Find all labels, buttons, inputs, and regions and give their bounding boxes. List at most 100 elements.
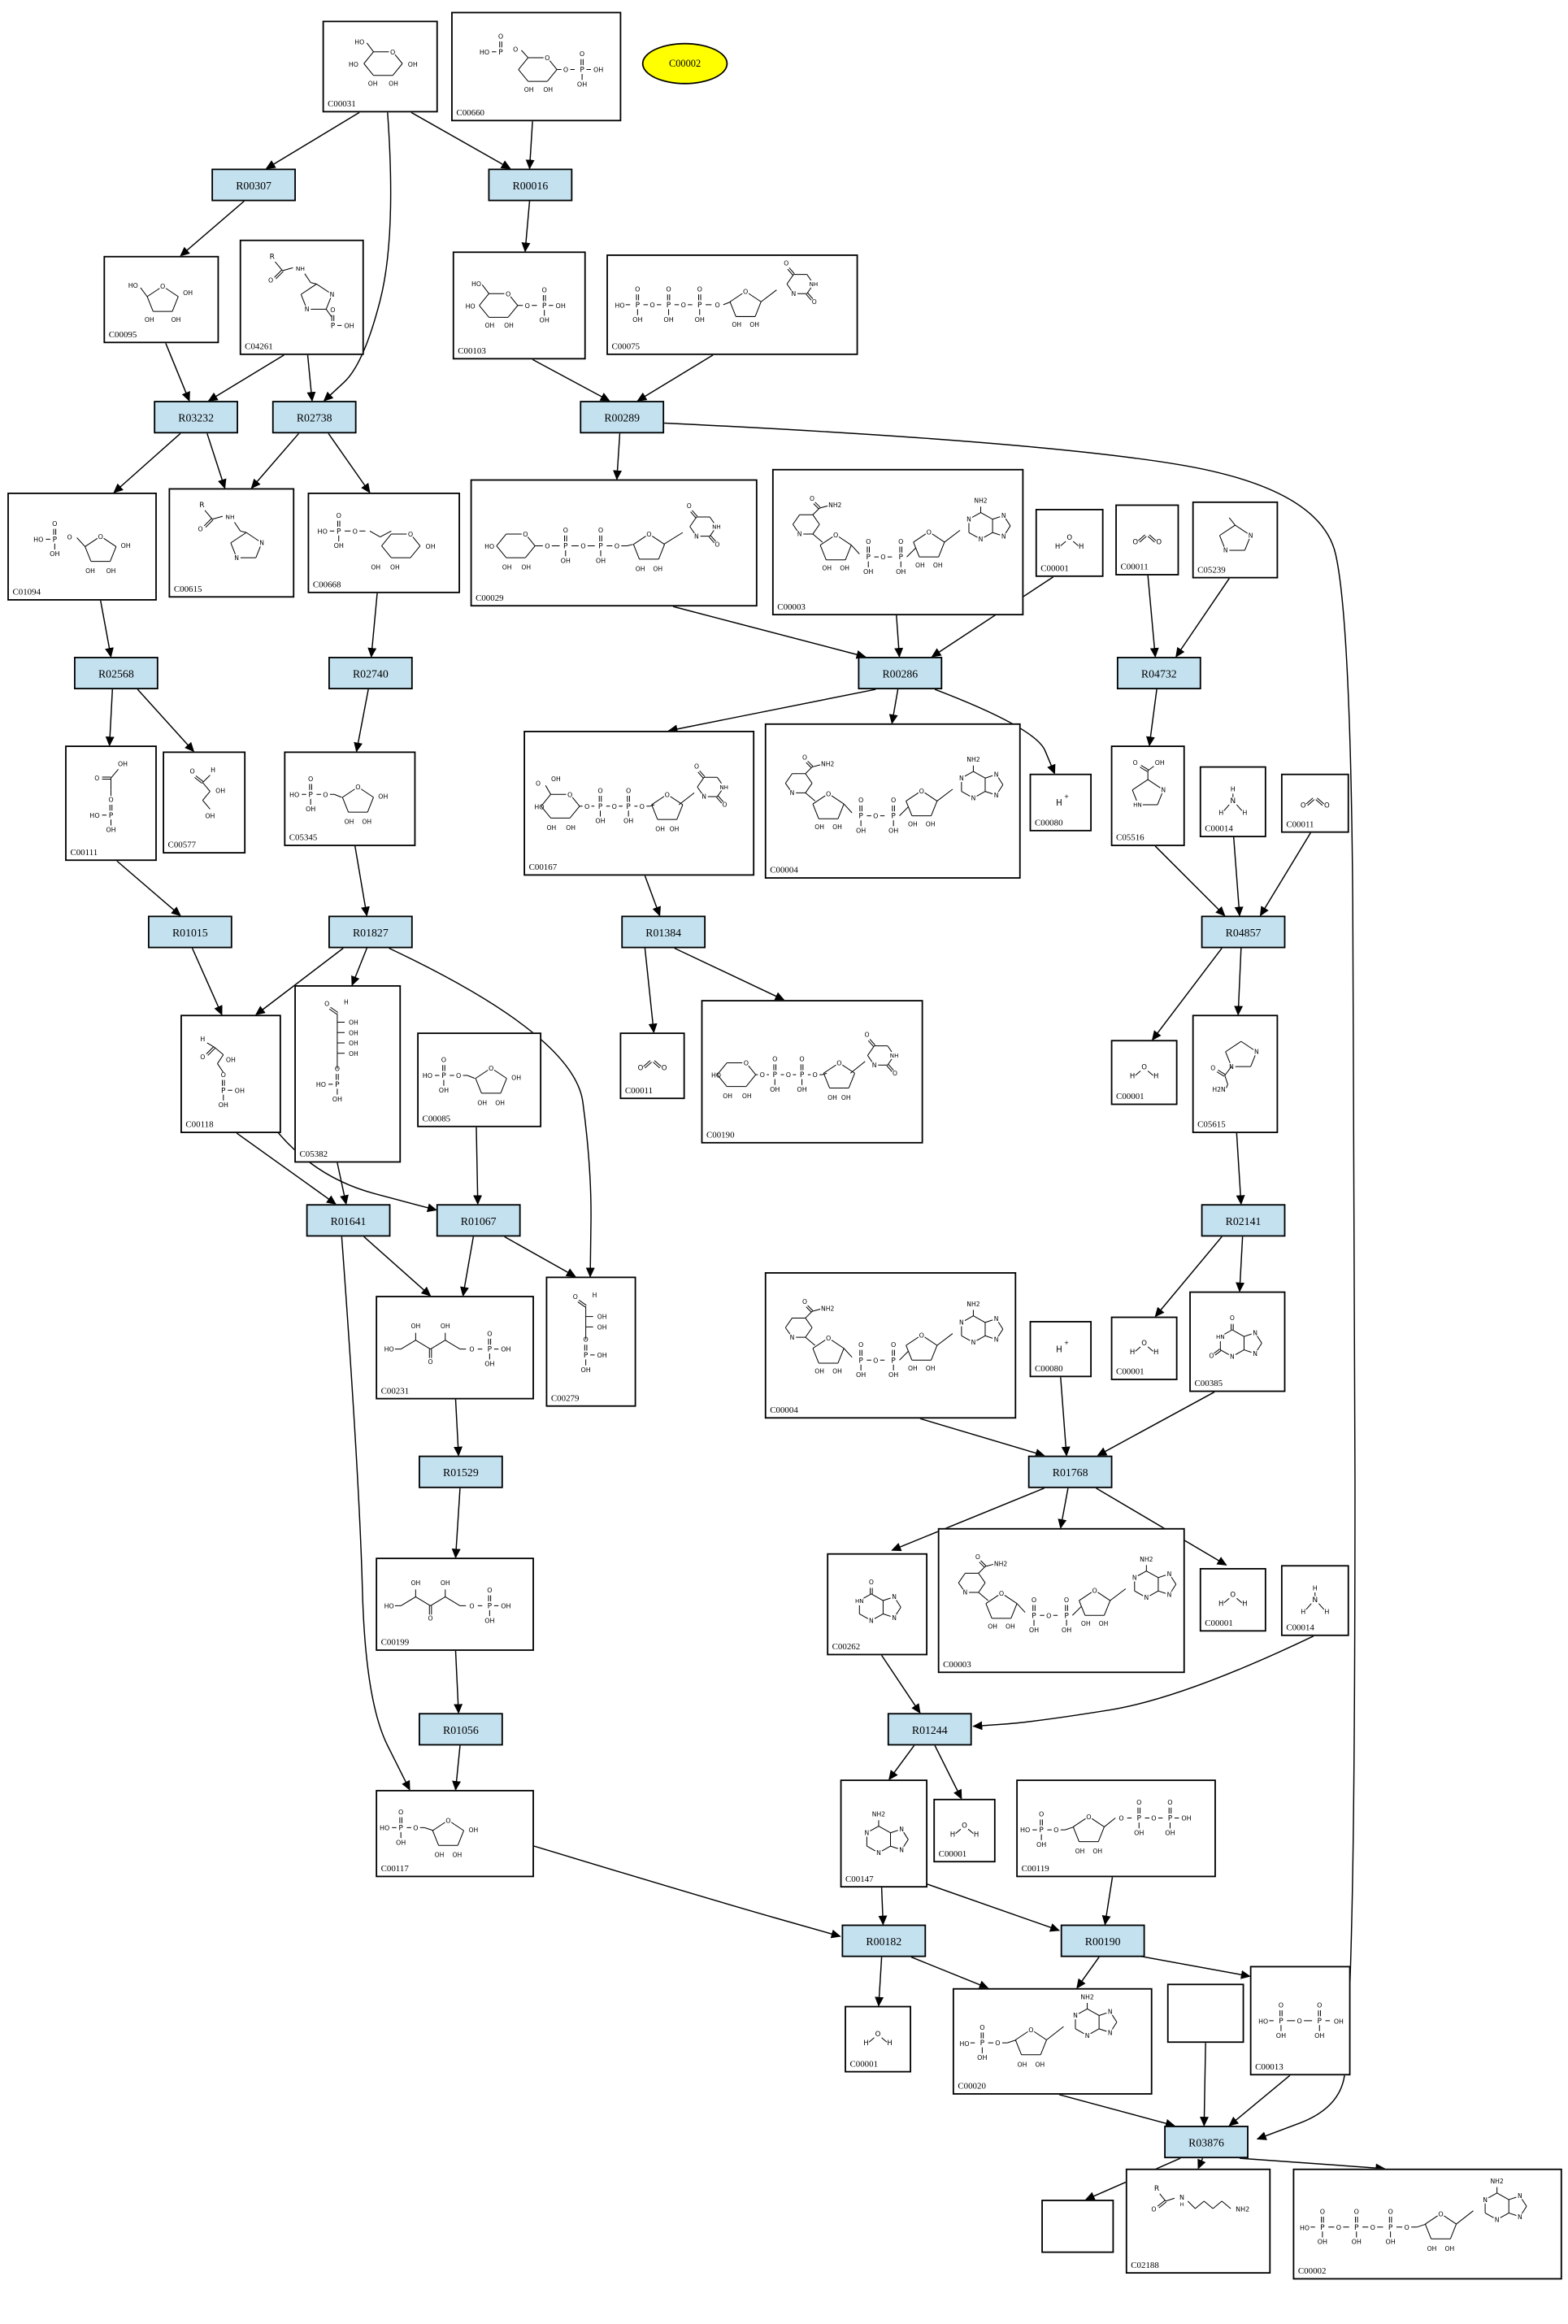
svg-text:OH: OH <box>547 824 557 832</box>
reaction-node-R01827[interactable]: R01827 <box>328 915 413 949</box>
svg-text:O: O <box>469 1602 474 1609</box>
svg-text:P: P <box>580 67 584 75</box>
svg-text:H: H <box>1056 1345 1062 1354</box>
compound-node-C00262[interactable]: NNNNOHNC00262 <box>827 1553 928 1656</box>
svg-text:O: O <box>1209 1353 1214 1360</box>
reaction-node-R01056[interactable]: R01056 <box>419 1713 503 1746</box>
reaction-node-R02740[interactable]: R02740 <box>328 656 413 690</box>
reaction-node-R01641[interactable]: R01641 <box>306 1204 391 1237</box>
svg-text:OH: OH <box>501 1346 510 1353</box>
reaction-node-R02568[interactable]: R02568 <box>73 656 159 690</box>
svg-text:O: O <box>743 289 748 296</box>
reaction-node-R01067[interactable]: R01067 <box>436 1204 521 1237</box>
svg-text:O: O <box>626 787 631 794</box>
svg-text:O: O <box>665 791 670 798</box>
reaction-node-R00016[interactable]: R00016 <box>488 168 573 202</box>
svg-text:OH: OH <box>597 1352 607 1359</box>
svg-text:OH: OH <box>334 542 344 550</box>
svg-text:O: O <box>355 784 360 791</box>
svg-text:OH: OH <box>495 1099 505 1106</box>
compound-node-C00385[interactable]: NNNNOHNOC00385 <box>1189 1291 1286 1392</box>
svg-text:OH: OH <box>988 1623 997 1631</box>
reaction-node-R01529[interactable]: R01529 <box>419 1455 503 1488</box>
reaction-node-R00307[interactable]: R00307 <box>211 168 296 202</box>
reaction-node-R02141[interactable]: R02141 <box>1201 1204 1286 1237</box>
reaction-node-R01244[interactable]: R01244 <box>887 1713 972 1746</box>
reaction-node-R03232[interactable]: R03232 <box>154 401 238 434</box>
svg-text:HO: HO <box>534 803 544 810</box>
reaction-node-R01384[interactable]: R01384 <box>621 915 706 949</box>
reaction-node-R01768[interactable]: R01768 <box>1027 1455 1113 1488</box>
compound-id-label: C02188 <box>1131 2261 1159 2271</box>
compound-id-label: C00004 <box>770 867 798 876</box>
compound-node-unlabeled[interactable] <box>1041 2200 1114 2253</box>
reaction-node-R04857[interactable]: R04857 <box>1201 915 1286 949</box>
reaction-node-R01015[interactable]: R01015 <box>147 915 232 949</box>
svg-text:P: P <box>858 1357 863 1365</box>
reaction-node-R03876[interactable]: R03876 <box>1164 2126 1249 2159</box>
compound-node-C00080[interactable]: H+C00080 <box>1029 1321 1092 1378</box>
svg-text:N: N <box>865 1829 870 1836</box>
svg-text:O: O <box>1279 2001 1284 2009</box>
reaction-node-R00286[interactable]: R00286 <box>858 656 943 690</box>
compound-node-C00080[interactable]: H+C00080 <box>1029 773 1092 832</box>
reaction-node-R02738[interactable]: R02738 <box>271 401 357 434</box>
compound-id-label: C00660 <box>456 109 485 119</box>
reaction-node-R00289[interactable]: R00289 <box>580 401 665 434</box>
compound-id-label: C00080 <box>1034 819 1063 829</box>
reaction-node-R00190[interactable]: R00190 <box>1060 1924 1145 1957</box>
reaction-node-R00182[interactable]: R00182 <box>841 1924 927 1957</box>
compound-node-unlabeled[interactable] <box>1166 1983 1244 2044</box>
reaction-node-R04732[interactable]: R04732 <box>1116 656 1201 690</box>
highlighted-compound-ellipse[interactable]: C00002 <box>641 42 728 85</box>
